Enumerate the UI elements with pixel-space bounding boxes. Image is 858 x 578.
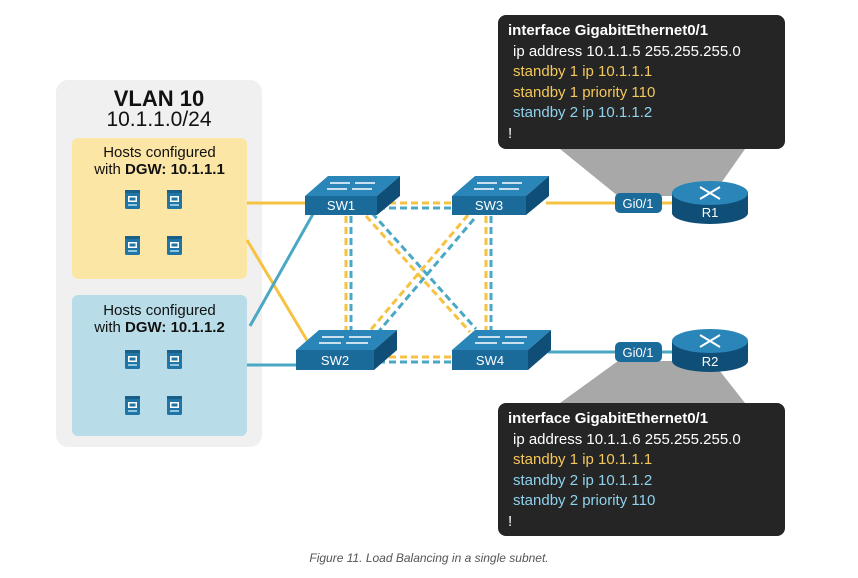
switch-sw2 <box>296 330 397 370</box>
router-r2 <box>672 329 748 372</box>
link-sw3-sw2 <box>366 214 470 334</box>
host-group-1-box <box>72 138 247 279</box>
server-icon <box>167 350 182 369</box>
server-icon <box>125 350 140 369</box>
link-hosts1-sw2 <box>245 239 310 343</box>
server-icon <box>167 236 182 255</box>
server-icon <box>125 190 140 209</box>
server-icon <box>125 396 140 415</box>
host-group-2-box <box>72 295 247 436</box>
r2-config-box: interface GigabitEthernet0/1 ip address … <box>498 403 785 536</box>
router-label: R2 <box>702 354 719 369</box>
server-icon <box>167 396 182 415</box>
host-group-2-label: Hosts configured with DGW: 10.1.1.2 <box>94 302 225 336</box>
switch-label: SW3 <box>475 198 503 213</box>
switch-sw4 <box>452 330 551 370</box>
host-group-1-label: Hosts configured with DGW: 10.1.1.1 <box>94 144 225 178</box>
r1-port-badge <box>615 193 662 213</box>
switch-sw1 <box>305 176 400 215</box>
switch-label: SW4 <box>476 353 504 368</box>
r1-config-box: interface GigabitEthernet0/1 ip address … <box>498 15 785 149</box>
server-icon <box>125 236 140 255</box>
vlan-subnet: 10.1.1.0/24 <box>106 108 212 131</box>
router-label: R1 <box>702 205 719 220</box>
port-label: Gi0/1 <box>622 196 653 211</box>
figure-caption: Figure 11. Load Balancing in a single su… <box>309 551 549 565</box>
switch-label: SW2 <box>321 353 349 368</box>
server-icon <box>167 190 182 209</box>
r2-port-badge <box>615 342 662 362</box>
vlan-title: VLAN 10 <box>113 86 205 111</box>
port-label: Gi0/1 <box>622 345 653 360</box>
links <box>245 201 675 367</box>
router-r1 <box>672 181 748 224</box>
link-hosts2-sw1 <box>248 213 315 327</box>
switch-sw3 <box>452 176 549 215</box>
switch-label: SW1 <box>327 198 355 213</box>
